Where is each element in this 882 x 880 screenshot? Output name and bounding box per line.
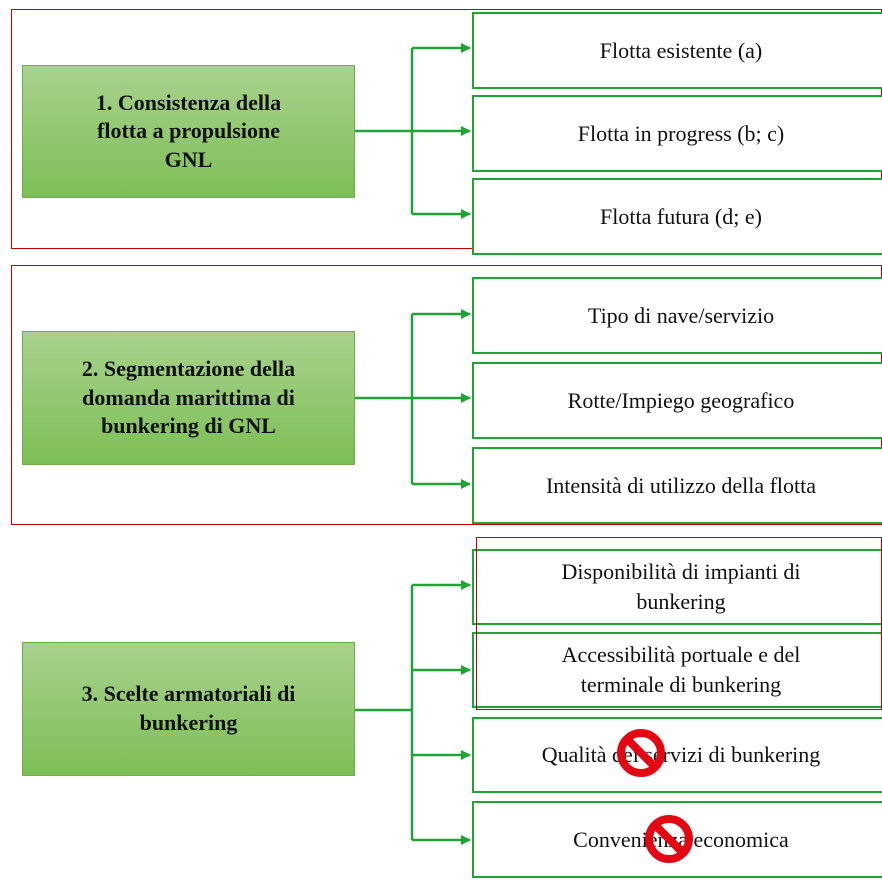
sub-box-disponibilita: Disponibilità di impianti di bunkering [472, 549, 882, 625]
main-box-segmentazione: 2. Segmentazione della domanda marittima… [22, 331, 355, 465]
main-box-consistenza: 1. Consistenza della flotta a propulsion… [22, 65, 355, 198]
sub-box-accessibilita: Accessibilità portuale e del terminale d… [472, 632, 882, 708]
sub-box-convenienza: Convenienza economica [472, 801, 882, 878]
sub-box-rotte: Rotte/Impiego geografico [472, 362, 882, 439]
sub-box-label: Qualità dei servizi di bunkering [541, 742, 821, 768]
no-entry-icon [645, 815, 693, 863]
main-box-label: 3. Scelte armatoriali di bunkering [81, 681, 296, 735]
sub-box-qualita: Qualità dei servizi di bunkering [472, 717, 882, 793]
sub-box-label: Tipo di nave/servizio [587, 302, 775, 328]
sub-box-intensita: Intensità di utilizzo della flotta [472, 447, 882, 524]
sub-box-label: Flotta esistente (a) [599, 37, 763, 63]
sub-box-label: Disponibilità di impianti di bunkering [561, 559, 801, 614]
sub-box-label: Flotta in progress (b; c) [577, 120, 785, 146]
sub-box-flotta-esistente: Flotta esistente (a) [472, 12, 882, 89]
sub-box-label: Rotte/Impiego geografico [567, 387, 795, 413]
sub-box-flotta-futura: Flotta futura (d; e) [472, 178, 882, 255]
sub-box-label: Accessibilità portuale e del terminale d… [561, 642, 801, 697]
main-box-scelte: 3. Scelte armatoriali di bunkering [22, 642, 355, 776]
sub-box-flotta-in-progress: Flotta in progress (b; c) [472, 95, 882, 172]
no-entry-icon [617, 729, 665, 777]
main-box-label: 1. Consistenza della flotta a propulsion… [95, 89, 282, 172]
sub-box-label: Flotta futura (d; e) [600, 203, 762, 229]
sub-box-tipo-nave: Tipo di nave/servizio [472, 277, 882, 354]
sub-box-label: Intensità di utilizzo della flotta [545, 472, 817, 498]
main-box-label: 2. Segmentazione della domanda marittima… [81, 356, 296, 439]
